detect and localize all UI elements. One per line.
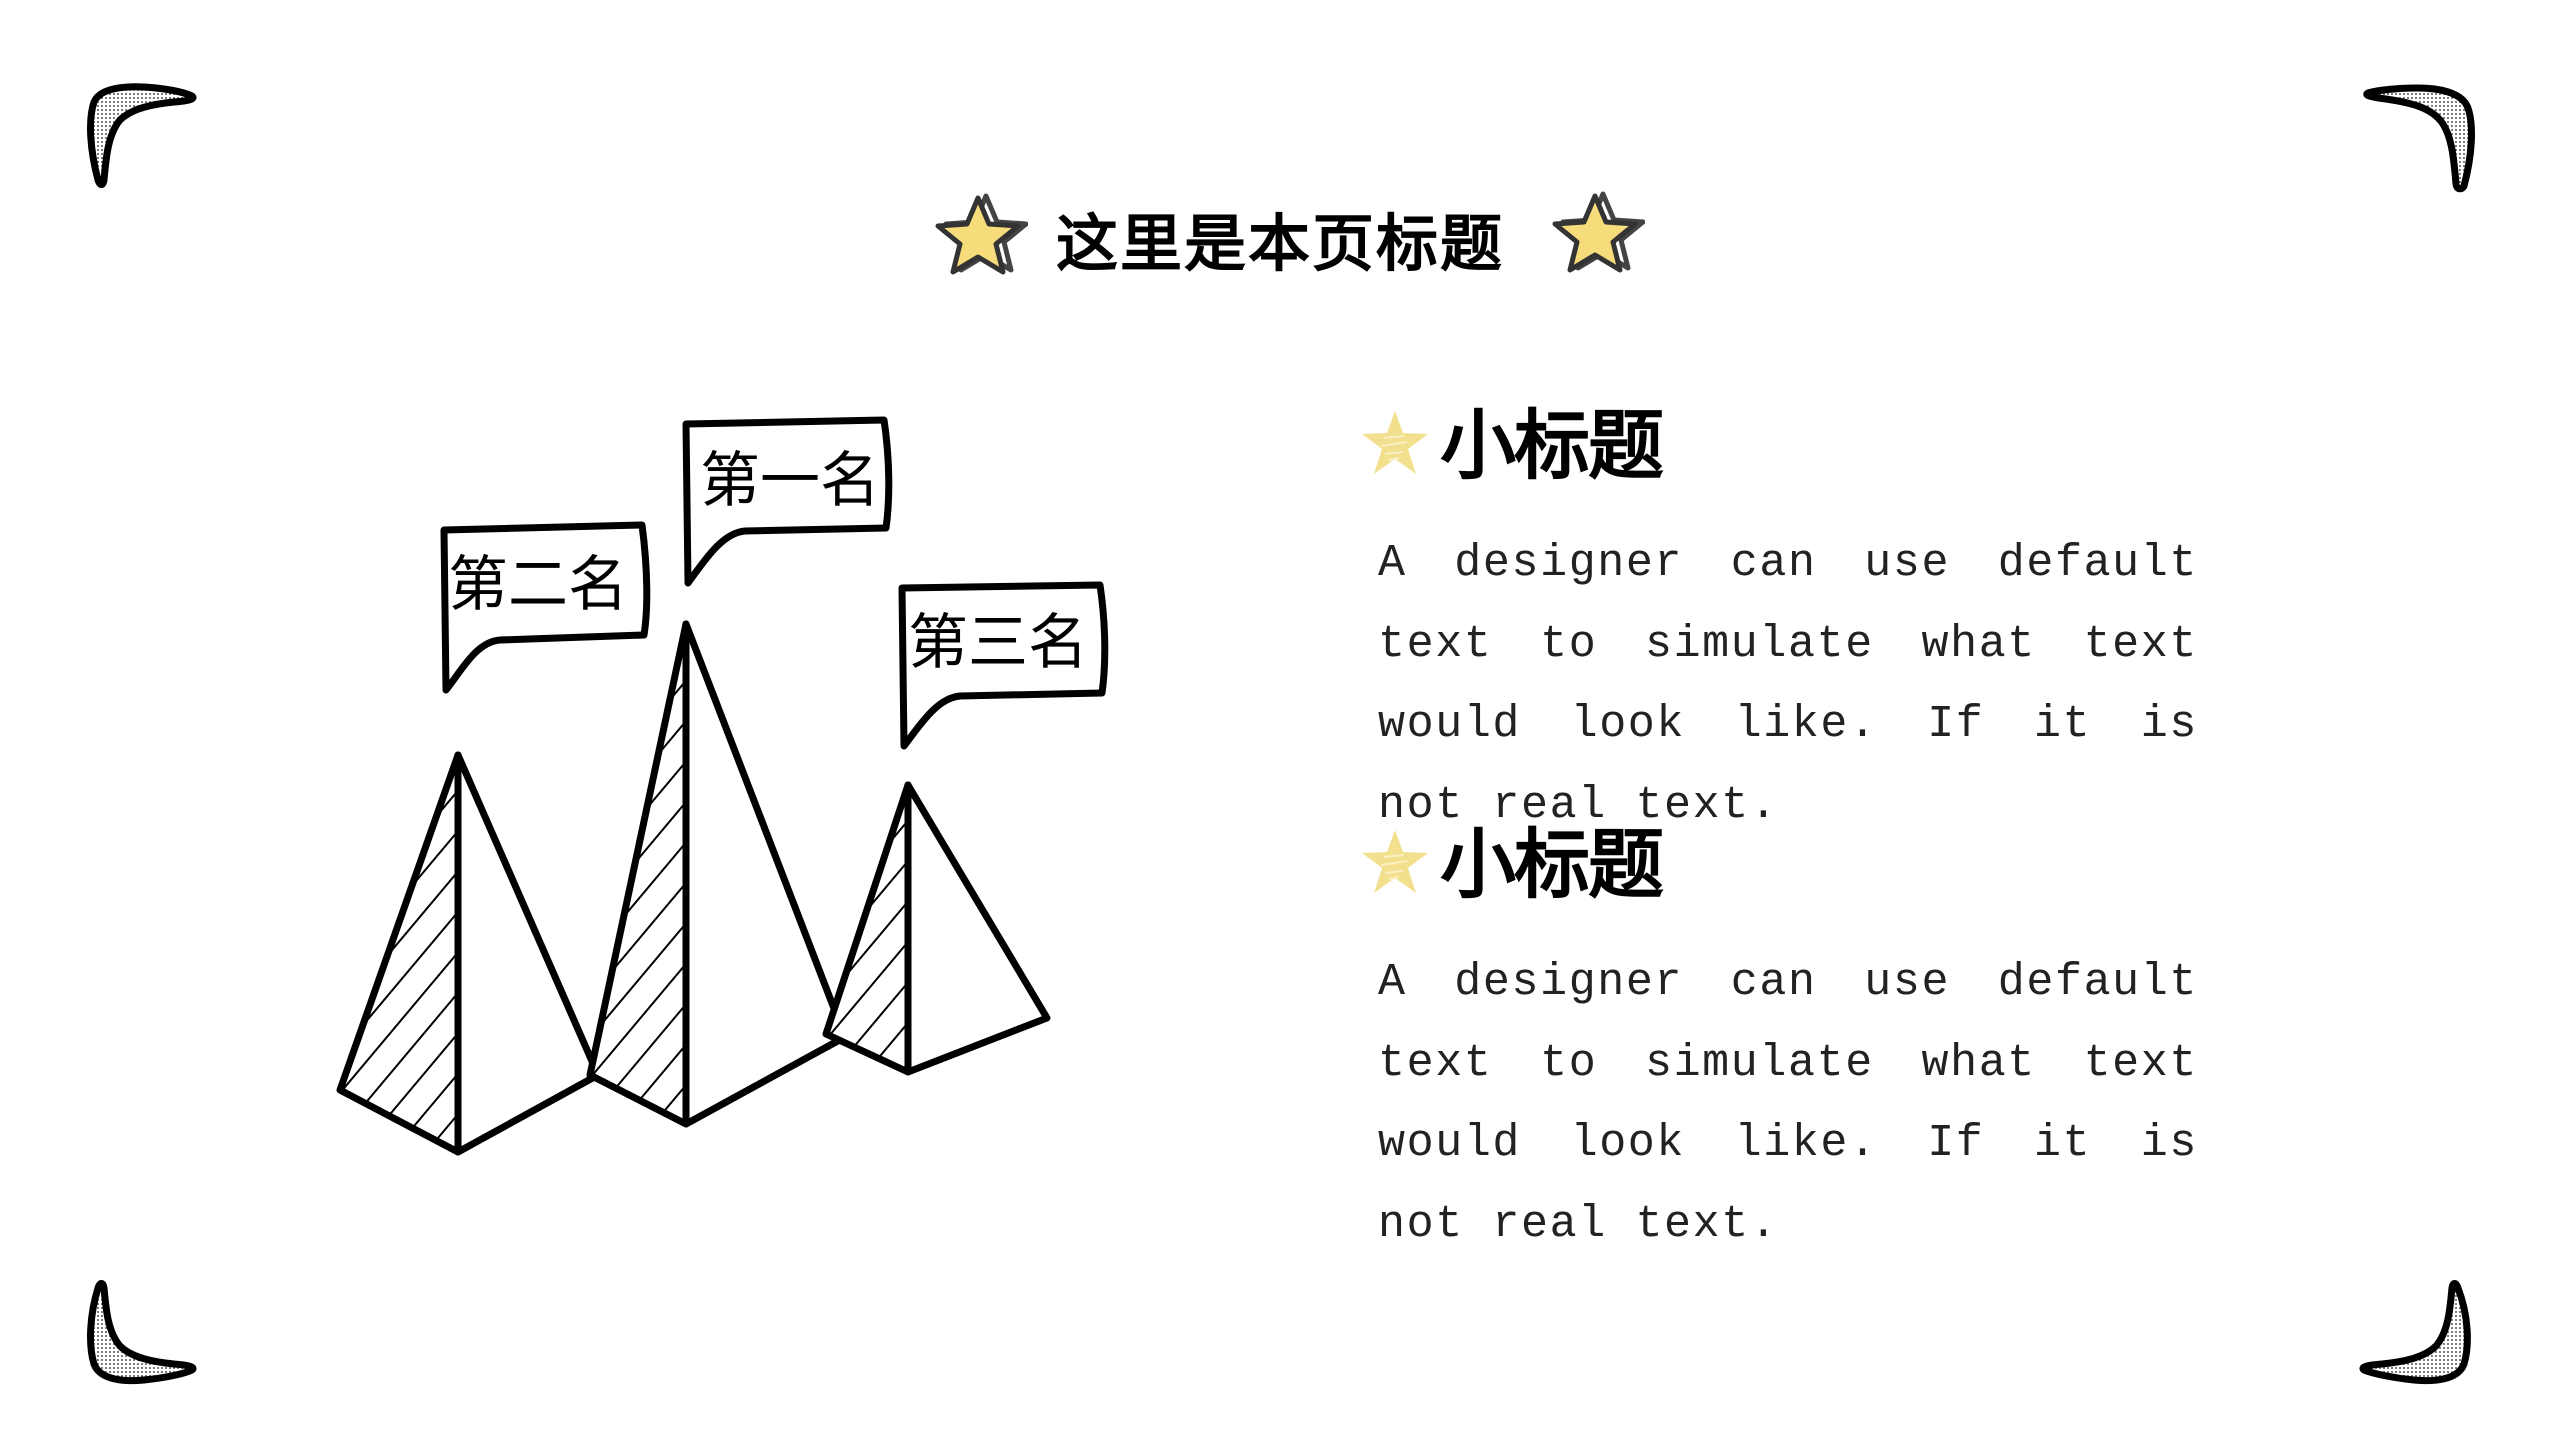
- pyramids-illustration-icon: [336, 416, 1109, 1156]
- text-section-2: 小标题 A designer can use default text to s…: [1355, 815, 2235, 1250]
- corner-decoration-bottom-right-icon: [2359, 1280, 2471, 1385]
- title-star-left-icon: [935, 193, 1028, 275]
- page-title: 这里是本页标题: [1055, 207, 1504, 280]
- title-star-right-icon: [1552, 191, 1645, 273]
- rank-bubble-first: 第一名: [700, 446, 880, 516]
- section-star-icon: [1362, 411, 1428, 474]
- corner-decoration-top-left-icon: [87, 83, 197, 188]
- text-section-1: 小标题 A designer can use default text to s…: [1355, 396, 2235, 831]
- rank-bubble-second: 第二名: [448, 550, 628, 620]
- section-body: A designer can use default text to simul…: [1378, 957, 2198, 1250]
- rank-bubble-third: 第三名: [908, 608, 1088, 678]
- section-heading: 小标题: [1440, 820, 1664, 909]
- corner-decoration-top-right-icon: [2363, 84, 2475, 193]
- section-star-icon: [1362, 830, 1428, 893]
- section-heading-row: 小标题: [1355, 815, 2235, 915]
- section-body: A designer can use default text to simul…: [1378, 538, 2198, 831]
- section-heading: 小标题: [1440, 401, 1664, 490]
- ranking-pyramids-graphic: 第二名 第一名 第三名: [0, 0, 1200, 1200]
- section-heading-row: 小标题: [1355, 396, 2235, 496]
- corner-decoration-bottom-left-icon: [87, 1280, 197, 1385]
